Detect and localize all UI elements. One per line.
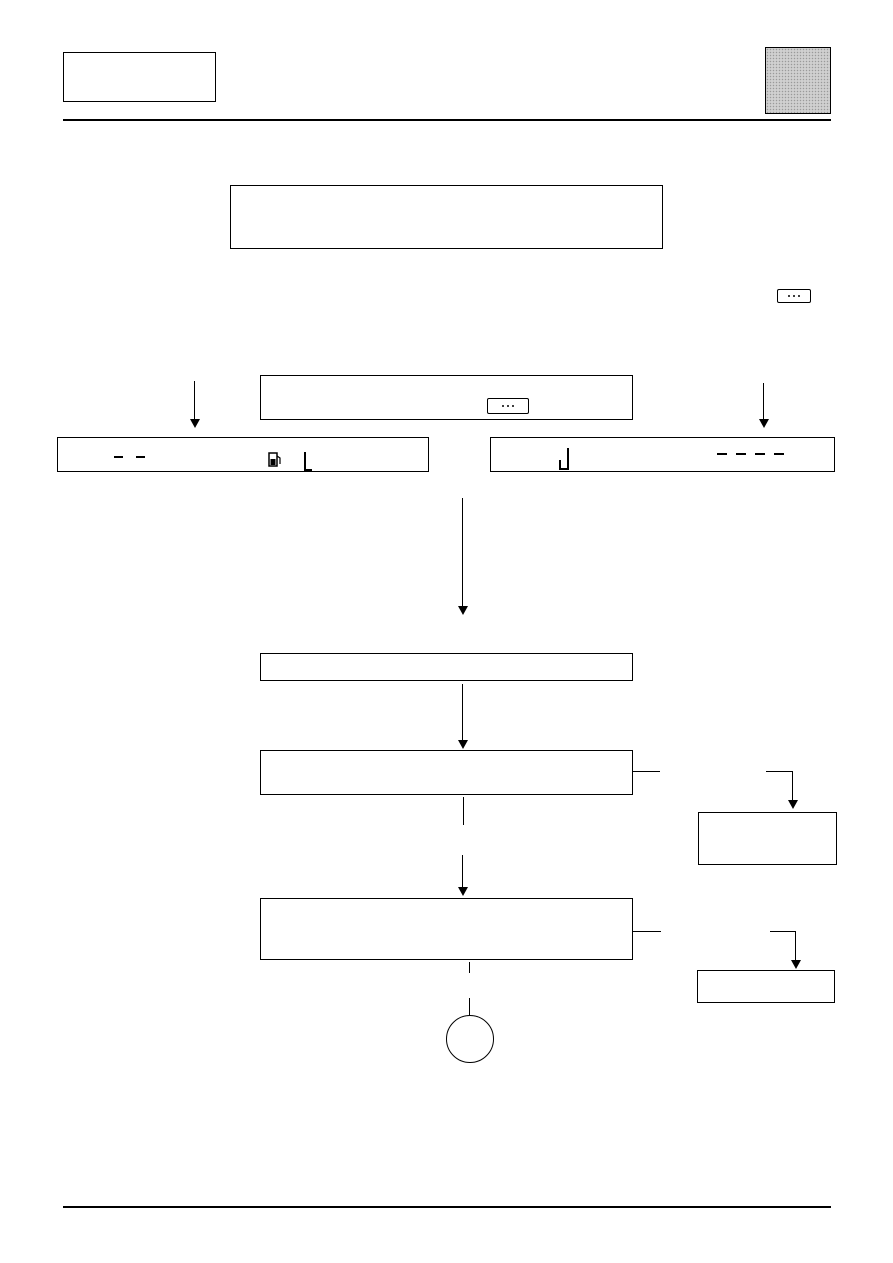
branch-1-line xyxy=(633,771,660,772)
display-dash xyxy=(136,456,145,458)
right-display-box xyxy=(490,437,835,472)
step-2-arrow-line xyxy=(463,797,464,825)
step-box-2 xyxy=(260,750,633,795)
display-segment xyxy=(304,469,312,471)
terminal-circle xyxy=(446,1015,494,1063)
connector-box xyxy=(260,375,633,420)
connector-icon xyxy=(487,398,529,414)
terminal-line xyxy=(469,998,470,1015)
branch-2-line xyxy=(633,931,661,932)
footer-rule xyxy=(63,1206,831,1208)
top-box xyxy=(230,185,663,249)
left-arrow-line xyxy=(194,381,195,419)
right-arrow-head xyxy=(759,419,769,428)
display-segment xyxy=(304,452,306,471)
header-label-box xyxy=(63,52,216,102)
step-box-1 xyxy=(260,653,633,681)
fuel-pump-icon xyxy=(268,452,281,467)
display-segment xyxy=(567,448,569,470)
right-arrow-line xyxy=(763,383,764,419)
step-2-arrow-line xyxy=(462,855,463,887)
step-2-arrow-head xyxy=(458,887,468,896)
display-dash xyxy=(755,453,765,455)
display-dash xyxy=(717,453,727,455)
connector-icon xyxy=(777,289,811,303)
display-segment xyxy=(559,460,561,470)
center-arrow-line xyxy=(462,498,463,606)
branch-2-line xyxy=(795,931,796,960)
side-box-2 xyxy=(697,970,835,1003)
display-dash xyxy=(114,456,123,458)
step-1-arrow-head xyxy=(458,740,468,749)
header-rule xyxy=(63,119,831,121)
left-display-box xyxy=(57,437,429,472)
branch-2-line xyxy=(770,931,795,932)
terminal-line xyxy=(469,962,470,973)
display-dash xyxy=(736,453,746,455)
center-arrow-head xyxy=(458,606,468,615)
branch-2-arrow-head xyxy=(791,960,801,969)
section-tab xyxy=(765,47,831,114)
branch-1-arrow-head xyxy=(788,800,798,809)
display-segment xyxy=(559,468,569,470)
side-box-1 xyxy=(698,812,837,865)
display-dash xyxy=(774,453,784,455)
step-1-arrow-line xyxy=(462,684,463,740)
branch-1-line xyxy=(792,771,793,800)
branch-1-line xyxy=(766,771,792,772)
left-arrow-head xyxy=(190,419,200,428)
step-box-3 xyxy=(260,898,633,960)
